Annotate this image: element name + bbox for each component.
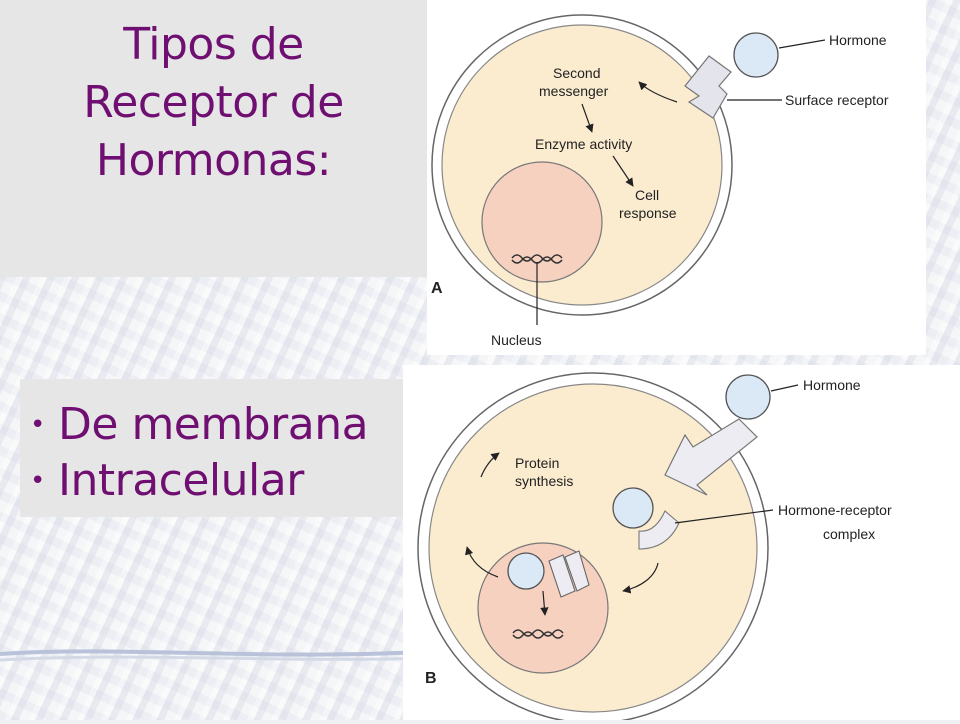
figure-b-diagram: Hormone Protein synthesis Hormone-recept… [417,372,892,724]
label-cell-response-2: response [619,205,677,221]
dna-icon [511,254,563,262]
hormone-leader [778,39,826,49]
hormone-leader [770,384,799,392]
title-line-1: Tipos de [123,18,304,70]
figure-a-diagram: Hormone Surface receptor Second messenge… [431,14,889,348]
label-protein-synthesis-2: synthesis [515,473,573,489]
receptor-shape [548,554,576,598]
flow-arrow-icon [638,81,678,103]
nucleus-shape [477,542,609,674]
figure-a-panel: Hormone Surface receptor Second messenge… [427,0,926,355]
flow-arrow-icon [465,546,499,578]
flow-arrow-icon [622,562,659,594]
title-line-3: Hormonas: [95,134,332,186]
label-nucleus: Nucleus [491,332,542,348]
flow-arrow-icon [612,155,634,187]
bullets-box: • De membrana • Intracelular [20,379,403,517]
cytoplasm [428,383,758,713]
label-complex-2: complex [823,526,875,542]
bullet-item-membrana: • De membrana [30,397,403,453]
flow-arrow-icon [480,452,500,478]
label-hormone: Hormone [829,32,887,48]
bullet-text: Intracelular [58,455,304,506]
bullet-list: • De membrana • Intracelular [20,379,403,509]
flow-arrow-icon [540,590,549,616]
panel-letter-b: B [425,670,437,687]
entry-arrow-icon [664,418,758,496]
hormone-circle [733,32,779,78]
label-enzyme-activity: Enzyme activity [535,136,632,152]
label-hormone: Hormone [803,377,861,393]
bullet-dot-icon: • [30,466,45,496]
slide-title: Tipos de Receptor de Hormonas: [83,16,344,190]
label-surface-receptor: Surface receptor [785,92,889,108]
dna-icon [512,629,564,637]
bullet-item-intracelular: • Intracelular [30,453,403,509]
surface-receptor-shape [684,55,732,119]
title-line-2: Receptor de [83,76,344,128]
hormone-circle [725,374,771,420]
flow-arrow-icon [581,103,594,133]
bullet-text: De membrana [58,399,369,450]
label-cell-response-1: Cell [635,187,659,203]
label-second-messenger-2: messenger [539,83,609,99]
panel-letter-a: A [431,280,443,297]
bullet-dot-icon: • [30,410,45,440]
dna-icon [512,631,564,639]
label-complex-1: Hormone-receptor [778,502,892,518]
receptor-shape [564,550,590,592]
figure-b-panel: Hormone Protein synthesis Hormone-recept… [403,365,960,724]
label-protein-synthesis-1: Protein [515,455,559,471]
label-second-messenger-1: Second [553,65,600,81]
hormone-circle [507,552,545,590]
nucleus-shape [481,161,603,283]
hormone-circle [612,487,654,529]
title-box: Tipos de Receptor de Hormonas: [0,0,427,277]
complex-leader [674,509,774,524]
